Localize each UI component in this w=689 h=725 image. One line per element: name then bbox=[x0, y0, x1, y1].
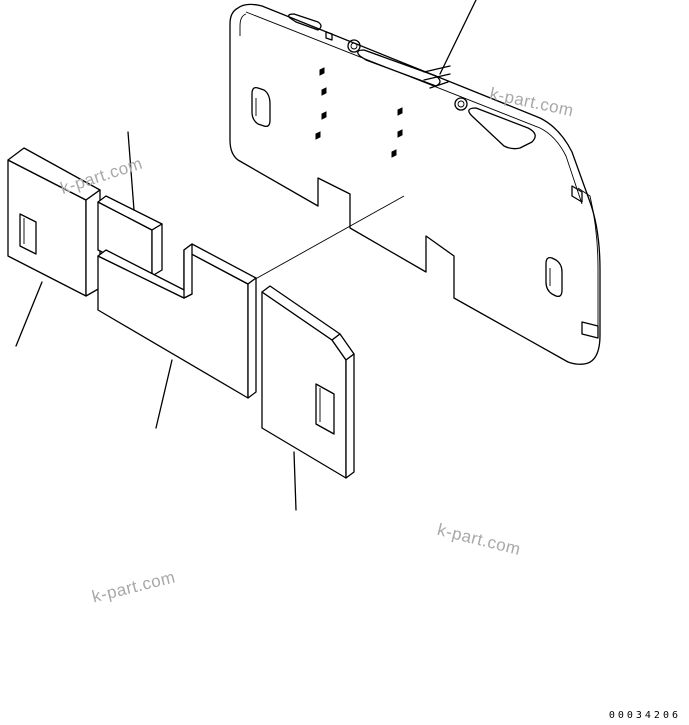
top-slot-left bbox=[288, 13, 322, 31]
oval-hole-right bbox=[545, 256, 563, 298]
right-pad-side bbox=[345, 353, 355, 479]
drawing-number: 00034206 bbox=[608, 710, 681, 721]
right-pad-hole bbox=[315, 383, 335, 435]
right-pad bbox=[261, 285, 355, 479]
main-panel-edge bbox=[239, 13, 247, 36]
right-foot bbox=[581, 321, 599, 339]
small-pad bbox=[97, 195, 163, 277]
leader-main-panel bbox=[439, 0, 477, 75]
bolt-marks bbox=[315, 67, 403, 158]
round-hole-left bbox=[347, 39, 361, 53]
leader-l-shaped-pad bbox=[155, 359, 173, 429]
main-panel-rim bbox=[245, 11, 599, 336]
leader-right-pad bbox=[293, 451, 297, 511]
assembly-guide-line bbox=[249, 195, 405, 283]
oval-hole-left bbox=[251, 86, 271, 128]
leader-small-pad bbox=[127, 131, 135, 211]
right-rib bbox=[571, 185, 583, 203]
left-pad bbox=[7, 147, 101, 297]
l-shaped-pad-inner-side bbox=[183, 243, 193, 299]
main-panel bbox=[229, 3, 601, 365]
leader-left-pad bbox=[15, 281, 43, 347]
left-pad-hole bbox=[19, 213, 37, 255]
notch bbox=[325, 31, 333, 41]
l-shaped-pad bbox=[97, 243, 257, 399]
latch-handle bbox=[423, 65, 451, 89]
round-hole-right bbox=[454, 97, 468, 111]
l-shaped-pad-side bbox=[247, 277, 257, 399]
top-slot-right bbox=[468, 107, 536, 150]
small-pad-side bbox=[151, 223, 163, 277]
